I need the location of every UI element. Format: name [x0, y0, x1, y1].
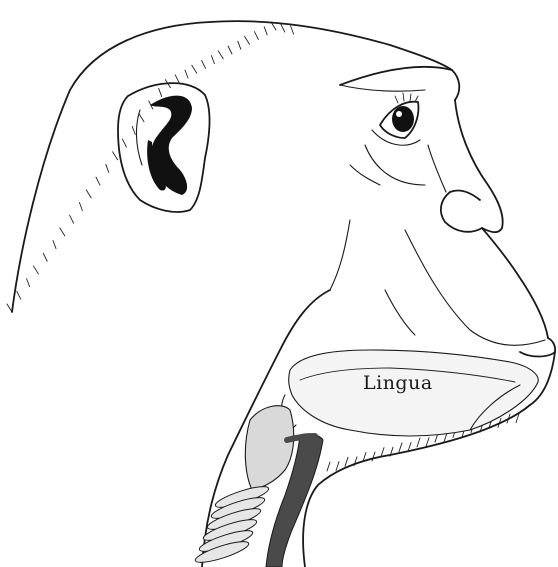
- muzzle-line-upper: [405, 230, 545, 345]
- under-eye-fold: [365, 145, 425, 185]
- brow-ridge: [340, 67, 459, 100]
- eye: [372, 93, 420, 145]
- nose-bridge-line: [428, 145, 446, 192]
- head-back-outline: [12, 21, 452, 312]
- lip-line: [520, 338, 555, 357]
- face-profile: [455, 100, 548, 338]
- ear: [118, 83, 210, 212]
- cheek-fold: [350, 165, 380, 185]
- tongue-label: Lingua: [363, 372, 433, 394]
- brow-fold: [340, 85, 425, 91]
- nostril: [441, 190, 482, 231]
- cheek-line: [330, 220, 350, 290]
- muzzle-line-side: [385, 290, 415, 335]
- larynx: [245, 406, 293, 490]
- trachea-rings: [194, 483, 271, 567]
